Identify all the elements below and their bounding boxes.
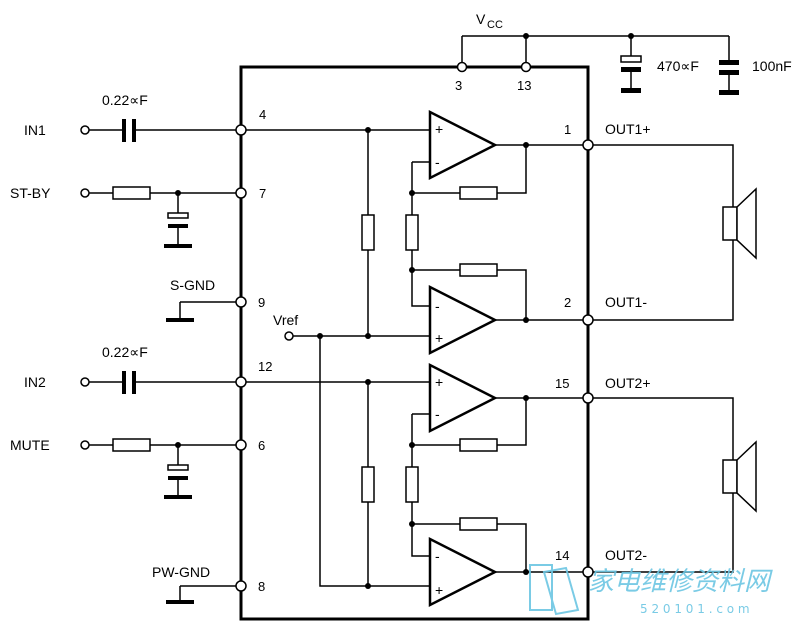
out2-minus-label: OUT2- bbox=[605, 547, 647, 563]
in2-network: IN2 0.22∝F 12 bbox=[24, 344, 272, 394]
cap-470uf bbox=[620, 36, 642, 93]
amp-c-minus: - bbox=[435, 406, 440, 422]
sgnd-network: S-GND 9 bbox=[166, 277, 265, 322]
in1-label: IN1 bbox=[24, 122, 46, 138]
amp-a-minus: - bbox=[435, 154, 440, 170]
in2-cap-label: 0.22∝F bbox=[102, 344, 148, 360]
channel-1-network: + - - + bbox=[246, 109, 583, 356]
channel-2-network: + - - + bbox=[246, 362, 583, 608]
pin-9: 9 bbox=[258, 295, 265, 310]
pwgnd-label: PW-GND bbox=[152, 564, 210, 580]
cap-100nf bbox=[719, 36, 739, 95]
pin-13: 13 bbox=[517, 78, 531, 93]
vcc-subscript: CC bbox=[487, 19, 503, 31]
out1-minus-label: OUT1- bbox=[605, 294, 647, 310]
pin-4: 4 bbox=[259, 107, 266, 122]
speaker-1-icon bbox=[593, 144, 757, 321]
in1-network: IN1 0.22∝F 4 bbox=[24, 92, 266, 142]
amp-b-minus: - bbox=[435, 298, 440, 314]
ic-body bbox=[239, 65, 590, 621]
sgnd-label: S-GND bbox=[170, 277, 215, 293]
cap-470uf-label: 470∝F bbox=[657, 58, 699, 74]
out1-plus-label: OUT1+ bbox=[605, 121, 651, 137]
vref-network: Vref bbox=[273, 312, 430, 589]
mute-network: MUTE 6 bbox=[10, 437, 265, 499]
mute-label: MUTE bbox=[10, 437, 50, 453]
watermark-title: 家电维修资料网 bbox=[588, 567, 773, 597]
output-pins: 1 2 15 14 OUT1+ OUT1- OUT2+ OUT2- bbox=[555, 121, 651, 578]
pin-6: 6 bbox=[258, 438, 265, 453]
pin-3: 3 bbox=[455, 78, 462, 93]
pin-7: 7 bbox=[259, 186, 266, 201]
amp-b-plus: + bbox=[435, 330, 443, 346]
pin-2: 2 bbox=[564, 295, 571, 310]
stby-network: ST-BY 7 bbox=[10, 185, 266, 248]
vref-label: Vref bbox=[273, 312, 298, 328]
stby-label: ST-BY bbox=[10, 185, 51, 201]
vcc-supply: V CC 3 13 470∝F 100nF bbox=[455, 11, 792, 95]
amp-d-plus: + bbox=[435, 582, 443, 598]
watermark: 家电维修资料网 5 2 0 1 0 1 . c o m bbox=[529, 564, 773, 616]
pwgnd-network: PW-GND 8 bbox=[152, 564, 265, 604]
watermark-url: 5 2 0 1 0 1 . c o m bbox=[640, 602, 750, 616]
amp-c-plus: + bbox=[435, 374, 443, 390]
cap-100nf-label: 100nF bbox=[752, 58, 792, 74]
in2-label: IN2 bbox=[24, 374, 46, 390]
amp-d-minus: - bbox=[435, 548, 440, 564]
pin-8: 8 bbox=[258, 579, 265, 594]
pin-12: 12 bbox=[258, 359, 272, 374]
vcc-label: V bbox=[476, 11, 486, 27]
pin-1: 1 bbox=[564, 122, 571, 137]
speaker-2-icon bbox=[593, 397, 757, 573]
pin-15: 15 bbox=[555, 376, 569, 391]
in1-cap-label: 0.22∝F bbox=[102, 92, 148, 108]
out2-plus-label: OUT2+ bbox=[605, 375, 651, 391]
amp-a-plus: + bbox=[435, 121, 443, 137]
pin-14: 14 bbox=[555, 548, 569, 563]
